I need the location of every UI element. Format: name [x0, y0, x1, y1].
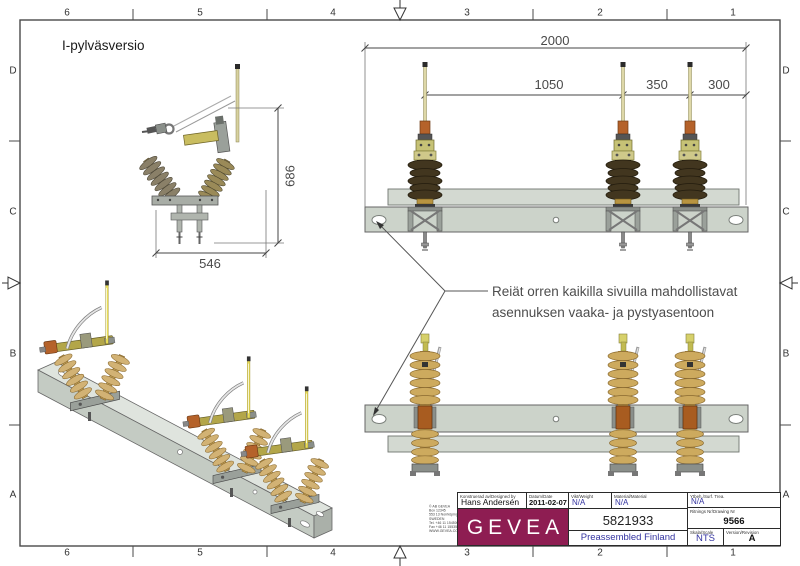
- drawing-no-value: 9566: [723, 516, 745, 527]
- surface-cell: Ytbeh./Surf. Trea. N/A: [687, 492, 781, 508]
- dim-width: 546: [199, 256, 221, 271]
- title-block: Konstruerad av/Designed by Hans Andersén…: [457, 492, 781, 546]
- note-line-2: asennuksen vaaka- ja pystyasentoon: [492, 305, 715, 320]
- frame-col-label: 4: [330, 547, 336, 559]
- company-address: © AB GEVEA Box 12345 553 13 Norrköping S…: [429, 505, 461, 534]
- view-title-variant: I-pylväsversio: [62, 38, 145, 53]
- frame-col-label: 5: [197, 547, 203, 559]
- frame-row-label: D: [9, 65, 17, 77]
- dim-height: 686: [282, 165, 298, 187]
- scale-cell: Skala/Scale NTS: [687, 528, 724, 546]
- frame-col-label: 3: [464, 547, 470, 559]
- designed-by-value: Hans Andersén: [461, 497, 520, 507]
- surface-value: N/A: [691, 497, 705, 506]
- date-cell: Datum/Date 2011-02-07: [526, 492, 569, 509]
- frame-col-label: 1: [730, 547, 736, 559]
- surface-label: Ytbeh./Surf. Trea.: [689, 494, 724, 499]
- weight-label: Vikt/Weight: [570, 494, 593, 499]
- frame-col-label: 2: [597, 547, 603, 559]
- drawing-no-cell: Ritnings Nr/Drawing Nr 9566: [687, 507, 781, 529]
- frame-col-label: 2: [597, 7, 603, 19]
- drawing-no-label: Ritnings Nr/Drawing Nr: [689, 509, 735, 514]
- top-view: [364, 332, 749, 478]
- dim-span-a: 1050: [534, 77, 564, 92]
- frame-row-label: B: [9, 348, 17, 360]
- dim-overall-width: 2000: [540, 33, 570, 48]
- leader-lines: [373, 221, 488, 416]
- scale-value: NTS: [696, 533, 715, 544]
- date-value: 2011-02-07: [529, 498, 567, 507]
- frame-row-label: C: [9, 206, 17, 218]
- revision-label: Version/Revision: [725, 530, 759, 535]
- frame-row-label: A: [782, 489, 790, 501]
- part-name: Preassembled Finland: [580, 532, 676, 543]
- part-number: 5821933: [602, 513, 654, 528]
- logo-text: GEVEA: [466, 516, 565, 539]
- frame-col-label: 3: [464, 7, 470, 19]
- material-value: N/A: [615, 498, 629, 507]
- dim-span-b: 350: [646, 77, 668, 92]
- frame-col-label: 6: [64, 7, 70, 19]
- frame-col-label: 1: [730, 7, 736, 19]
- material-cell: Material/Material N/A: [611, 492, 688, 509]
- note-text: Reiät orren kaikilla sivuilla mahdollist…: [492, 281, 737, 323]
- designed-by-cell: Konstruerad av/Designed by Hans Andersén: [457, 492, 527, 509]
- revision-cell: Version/Revision A: [723, 528, 781, 546]
- date-label: Datum/Date: [528, 494, 552, 499]
- part-number-cell: 5821933: [568, 508, 688, 531]
- part-name-cell: Preassembled Finland: [568, 530, 688, 546]
- side-view: [139, 64, 284, 258]
- weight-cell: Vikt/Weight N/A: [568, 492, 612, 509]
- note-line-1: Reiät orren kaikilla sivuilla mahdollist…: [492, 284, 738, 299]
- designed-by-label: Konstruerad av/Designed by: [459, 494, 516, 499]
- isometric-view: [36, 278, 333, 539]
- frame-col-label: 4: [330, 7, 336, 19]
- material-label: Material/Material: [613, 494, 647, 499]
- revision-value: A: [748, 533, 756, 544]
- frame-col-label: 6: [64, 547, 70, 559]
- frame-row-label: B: [782, 348, 790, 360]
- frame-row-label: A: [9, 489, 17, 501]
- frame-row-label: D: [782, 65, 790, 77]
- frame-row-label: C: [782, 206, 790, 218]
- front-view: [361, 42, 750, 251]
- company-logo: GEVEA: [457, 508, 569, 546]
- weight-value: N/A: [572, 498, 586, 507]
- scale-label: Skala/Scale: [689, 530, 713, 535]
- dim-span-c: 300: [708, 77, 730, 92]
- frame-col-label: 5: [197, 7, 203, 19]
